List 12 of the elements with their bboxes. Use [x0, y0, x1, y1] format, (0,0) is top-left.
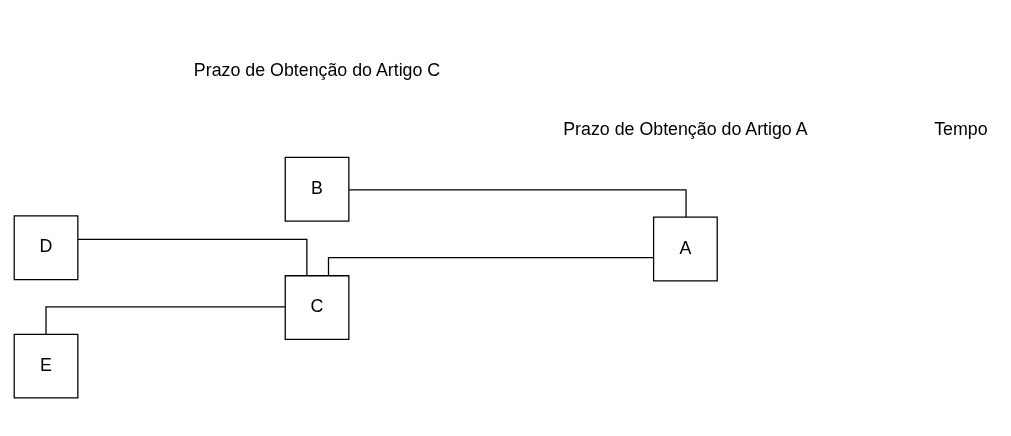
connector — [76, 238, 307, 276]
connector — [327, 256, 654, 276]
node-box: D — [13, 214, 78, 280]
label: Tempo — [933, 118, 988, 139]
node-box: B — [284, 156, 349, 222]
connector — [44, 305, 286, 335]
node-box: C — [284, 274, 349, 340]
label: Prazo de Obtenção do Artigo C — [193, 59, 440, 80]
node-box: A — [652, 216, 718, 281]
label: Prazo de Obtenção do Artigo A — [562, 118, 808, 139]
node-box: E — [13, 333, 78, 399]
connector — [348, 188, 687, 218]
